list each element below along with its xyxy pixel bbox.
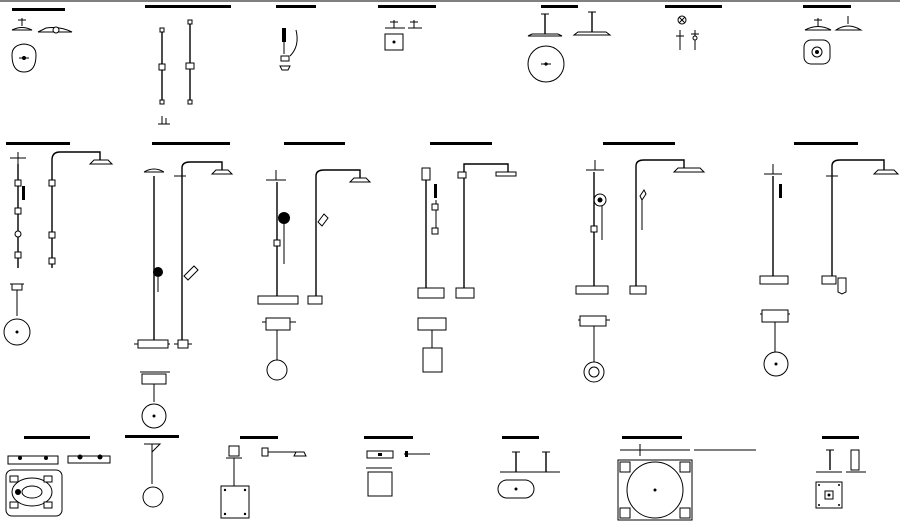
symbol-wall-spout — [125, 435, 179, 508]
symbol-shower-column-2 — [134, 142, 234, 429]
symbol-square-shower-head — [803, 5, 863, 65]
symbol-hand-shower-set — [276, 5, 316, 71]
symbol-large-square-tray — [617, 436, 756, 521]
symbol-round-shower-head — [11, 8, 73, 73]
symbol-shower-column-1 — [3, 142, 114, 346]
symbol-bath-plan — [5, 436, 111, 517]
symbol-shower-column-4 — [417, 142, 517, 373]
symbol-round-ceiling-shower — [527, 5, 612, 83]
symbol-concealed-mixer — [220, 436, 307, 519]
symbol-slide-rail — [145, 5, 231, 125]
symbol-shower-column-3 — [257, 142, 372, 381]
symbol-shower-bar — [364, 436, 430, 497]
symbol-shower-column-6 — [759, 142, 900, 377]
symbol-square-wall-mixer — [378, 5, 436, 51]
symbol-square-ceiling-shower — [815, 436, 866, 509]
symbol-ceiling-shower-pair — [497, 436, 560, 499]
symbol-shower-column-5 — [575, 142, 706, 383]
symbol-stop-valves — [665, 5, 722, 50]
